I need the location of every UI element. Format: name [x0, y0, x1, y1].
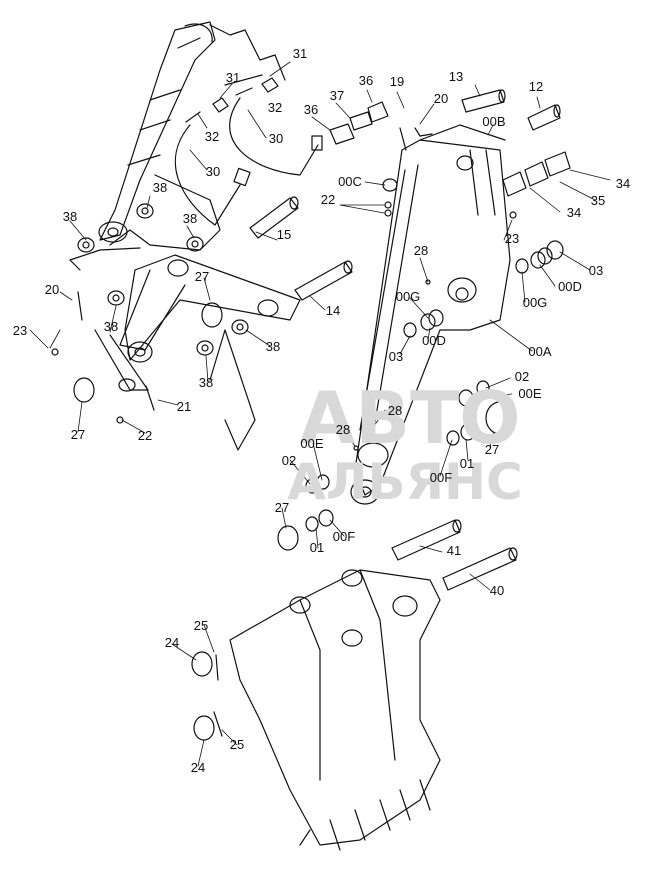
callout-label: 20 [44, 282, 60, 297]
callout-label: 30 [205, 164, 221, 179]
callout-label: 00G [395, 289, 421, 304]
callout-label: 00E [300, 436, 324, 451]
callout-label: 32 [267, 100, 283, 115]
callout-label: 22 [320, 192, 336, 207]
callout-label: 00B [482, 114, 506, 129]
callout-label: 38 [265, 339, 281, 354]
bucket [229, 569, 441, 851]
hydraulic-hoses [174, 77, 323, 226]
callout-label: 34 [566, 205, 582, 220]
callout-label: 41 [446, 543, 462, 558]
callout-label: 00G [522, 295, 548, 310]
callout-label: 25 [229, 737, 245, 752]
washers [51, 101, 571, 741]
callout-label: 00D [558, 279, 582, 294]
callout-label: 27 [484, 442, 500, 457]
callout-label: 38 [103, 319, 119, 334]
arm-stick [350, 124, 511, 505]
callout-label: 38 [152, 180, 168, 195]
callout-label: 00F [332, 529, 356, 544]
callout-label: 27 [70, 427, 86, 442]
callout-label: 00F [429, 470, 453, 485]
callout-label: 23 [504, 231, 520, 246]
callout-label: 28 [387, 403, 403, 418]
callout-label: 02 [514, 369, 530, 384]
callout-label: 36 [358, 73, 374, 88]
callout-label: 22 [137, 428, 153, 443]
callout-label: 35 [590, 193, 606, 208]
callout-label: 01 [459, 456, 475, 471]
callout-label: 03 [588, 263, 604, 278]
callout-label: 12 [528, 79, 544, 94]
callout-label: 24 [190, 760, 206, 775]
callout-label: 25 [193, 618, 209, 633]
callout-label: 31 [225, 70, 241, 85]
callout-label: 20 [433, 91, 449, 106]
callout-label: 34 [615, 176, 631, 191]
callout-label: 23 [12, 323, 28, 338]
callout-label: 15 [276, 227, 292, 242]
callout-label: 37 [329, 88, 345, 103]
callout-label: 27 [274, 500, 290, 515]
pins [249, 89, 561, 591]
callout-label: 36 [303, 102, 319, 117]
callout-label: 24 [164, 635, 180, 650]
callout-label: 27 [194, 269, 210, 284]
callout-label: 38 [62, 209, 78, 224]
callout-label: 03 [388, 349, 404, 364]
callout-label: 02 [281, 453, 297, 468]
callout-label: 28 [413, 243, 429, 258]
links [94, 254, 301, 451]
callout-label: 30 [268, 131, 284, 146]
callout-label: 01 [309, 540, 325, 555]
callout-label: 31 [292, 46, 308, 61]
callout-label: 38 [182, 211, 198, 226]
callout-label: 13 [448, 69, 464, 84]
callout-label: 38 [198, 375, 214, 390]
callout-label: 21 [176, 399, 192, 414]
callout-label: 19 [389, 74, 405, 89]
callout-label: 00D [422, 333, 446, 348]
callout-label: 32 [204, 129, 220, 144]
leader-lines [29, 61, 611, 767]
callout-label: 14 [325, 303, 341, 318]
callout-label: 00E [518, 386, 542, 401]
callout-label: 00A [528, 344, 552, 359]
callout-label: 28 [335, 422, 351, 437]
callout-label: 00C [338, 174, 362, 189]
callout-label: 40 [489, 583, 505, 598]
